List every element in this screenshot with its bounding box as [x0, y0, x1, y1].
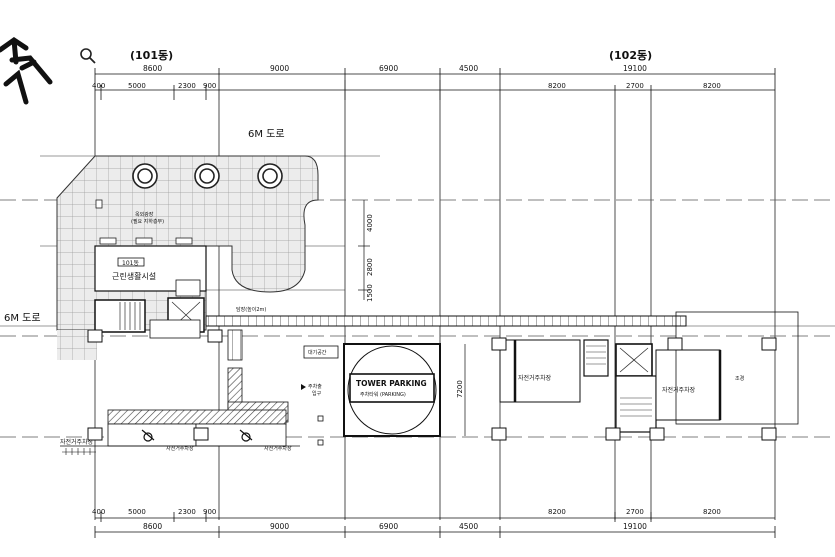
bike-icons — [141, 429, 253, 442]
turntable-circle — [347, 345, 437, 435]
bike-row-marks — [62, 448, 96, 455]
dim-top-total-1: 8600 — [143, 64, 162, 73]
waiting-space-box — [303, 345, 339, 359]
vdim-2800: 2800 — [366, 258, 374, 276]
dim-bot-total-4: 4500 — [459, 522, 478, 531]
site-wall-strip — [205, 315, 687, 327]
dim-bot-sub-5: 8200 — [548, 508, 566, 516]
magnifier-icon[interactable] — [80, 48, 96, 64]
entry-label-2: 입구 — [312, 390, 322, 397]
bike-left-label: 자전거주차장 — [60, 438, 94, 446]
dim-bot-sub-7: 8200 — [703, 508, 721, 516]
dim-bot-sub-3: 2300 — [178, 508, 196, 516]
stair-treads-102 — [586, 345, 606, 365]
facility-label: 근린생활시설 — [112, 271, 156, 281]
dim-bot-total-5: 19100 — [623, 522, 647, 531]
hatched-wall-3 — [107, 409, 287, 425]
road-left-label: 6M 도로 — [4, 313, 41, 324]
dim-top-sub-4: 900 — [203, 82, 216, 90]
top-dimensions — [94, 68, 776, 100]
small-brick-1 — [227, 329, 243, 361]
pillars — [95, 199, 193, 245]
tree-circles — [132, 163, 283, 189]
dim-top-total-2: 9000 — [270, 64, 289, 73]
vdim-1500: 1500 — [366, 284, 374, 302]
entry-label-1: 주차출 — [308, 383, 322, 390]
road-top-label: 6M 도로 — [248, 129, 285, 140]
dim-top-total-5: 19100 — [623, 64, 647, 73]
unit-tag-label: 101동 — [122, 260, 139, 267]
room-101-small — [175, 279, 201, 297]
vertical-dimension-lines — [358, 200, 370, 300]
bottom-dimensions — [94, 512, 776, 538]
stair-treads-101 — [119, 302, 141, 330]
dim-top-sub-2: 5000 — [128, 82, 146, 90]
bollards — [317, 415, 324, 446]
dim-top-total-4: 4500 — [459, 64, 478, 73]
dim-bot-sub-2: 5000 — [128, 508, 146, 516]
plaza-label: 옥외광장 — [135, 211, 154, 218]
plaza-sublabel: (필요 지하층부) — [131, 218, 164, 225]
dim-top-total-3: 6900 — [379, 64, 398, 73]
bike-parking-a-label: 자전거주차장 — [518, 374, 552, 382]
dim-top-sub-7: 8200 — [703, 82, 721, 90]
bike-parking-102-a — [499, 339, 581, 403]
stair-treads-102b — [620, 397, 652, 417]
vdim-4000: 4000 — [366, 214, 374, 232]
entry-arrow-icon — [301, 384, 306, 390]
room-101-lower — [149, 319, 201, 339]
dim-top-sub-5: 8200 — [548, 82, 566, 90]
parking-sign — [349, 373, 435, 403]
dim-top-sub-6: 2700 — [626, 82, 644, 90]
dim-top-sub-1: 400 — [92, 82, 105, 90]
north-arrow-icon — [0, 36, 53, 105]
unit-tag-box — [117, 257, 145, 267]
dim-bot-total-3: 6900 — [379, 522, 398, 531]
building-101-label: (101동) — [130, 49, 173, 62]
waiting-space-label: 대기공간 — [308, 349, 327, 356]
grid-lines-vertical — [94, 80, 776, 520]
tower-parking-title: TOWER PARKING — [356, 379, 427, 388]
wall-note: 담장(높이2m) — [236, 306, 266, 313]
dim-7200: 7200 — [456, 380, 464, 398]
dim-bot-total-2: 9000 — [270, 522, 289, 531]
dim-bot-sub-4: 900 — [203, 508, 216, 516]
elevator-cross-102 — [619, 347, 649, 373]
side-note: 조경 — [735, 375, 744, 382]
building-102-label: (102동) — [609, 49, 652, 62]
tower-parking-sub: 주차타워 (PARKING) — [360, 391, 406, 398]
dim-bot-total-1: 8600 — [143, 522, 162, 531]
bike-small-2: 자전거주차장 — [264, 445, 292, 452]
bike-parking-b-label: 자전거주차장 — [662, 386, 696, 394]
column-markers — [87, 329, 777, 441]
dim-bot-sub-6: 2700 — [626, 508, 644, 516]
bike-small-1: 자전거주차장 — [166, 445, 194, 452]
dim-top-sub-3: 2300 — [178, 82, 196, 90]
dim-bot-sub-1: 400 — [92, 508, 105, 516]
site-boundary-right — [675, 311, 799, 425]
bike-parking-102-b — [655, 349, 721, 421]
